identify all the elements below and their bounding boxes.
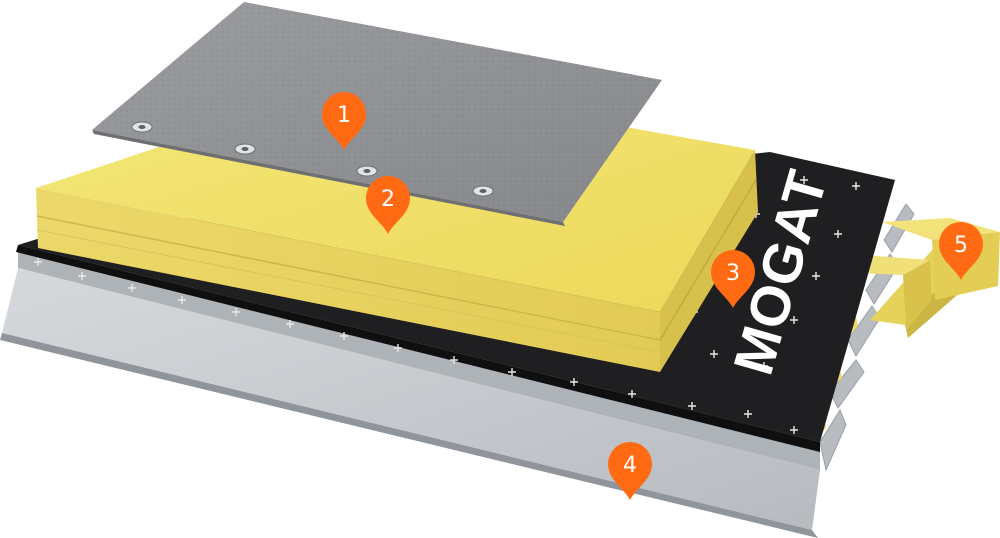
marker-4-number: 4 bbox=[623, 453, 637, 478]
marker-2-number: 2 bbox=[381, 187, 395, 212]
fastener-icon bbox=[356, 165, 378, 177]
fastener-icon bbox=[472, 185, 494, 197]
fasteners bbox=[131, 121, 494, 197]
fastener-icon bbox=[234, 143, 256, 155]
map-pin-icon bbox=[939, 222, 983, 280]
map-pin-icon bbox=[366, 176, 410, 234]
map-pin-icon bbox=[322, 92, 366, 150]
map-pin-icon bbox=[711, 250, 755, 308]
marker-3[interactable]: 3 bbox=[711, 250, 755, 308]
marker-5[interactable]: 5 bbox=[939, 222, 983, 280]
fastener-icon bbox=[131, 121, 153, 133]
marker-5-number: 5 bbox=[954, 233, 968, 258]
marker-1[interactable]: 1 bbox=[322, 92, 366, 150]
membrane-layer bbox=[92, 2, 662, 226]
map-pin-icon bbox=[608, 442, 652, 500]
marker-4[interactable]: 4 bbox=[608, 442, 652, 500]
marker-2[interactable]: 2 bbox=[366, 176, 410, 234]
marker-3-number: 3 bbox=[726, 261, 740, 286]
marker-1-number: 1 bbox=[337, 103, 351, 128]
